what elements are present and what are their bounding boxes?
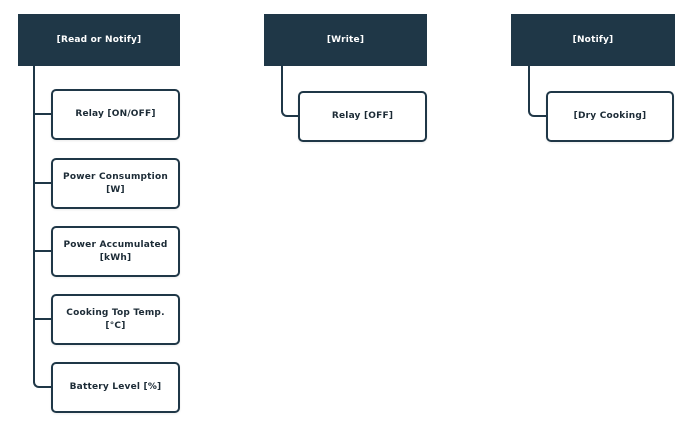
group-header-write: [Write]: [264, 14, 427, 66]
node-power-consumption: Power Consumption [W]: [51, 158, 180, 209]
group-header-notify: [Notify]: [511, 14, 675, 66]
node-power-accumulated: Power Accumulated [kWh]: [51, 226, 180, 277]
connector-elbow-battery-level: [33, 372, 51, 388]
connector-elbow-relay-off: [281, 66, 298, 117]
node-label: Cooking Top Temp. [°C]: [66, 308, 165, 331]
node-cooking-top-temp: Cooking Top Temp. [°C]: [51, 294, 180, 345]
connector-elbow-dry-cooking: [528, 66, 546, 117]
connector-stub-cooking-top-temp: [35, 318, 51, 320]
connector-trunk-read-or-notify: [33, 66, 35, 372]
connector-stub-power-accumulated: [35, 250, 51, 252]
node-label: Battery Level [%]: [69, 382, 162, 393]
group-header-read-or-notify: [Read or Notify]: [18, 14, 180, 66]
node-dry-cooking: [Dry Cooking]: [546, 91, 674, 142]
connector-stub-power-consumption: [35, 182, 51, 184]
node-label: Power Consumption [W]: [63, 172, 168, 195]
node-label: [Dry Cooking]: [573, 111, 647, 122]
group-header-label: [Notify]: [572, 34, 614, 45]
node-label: Relay [ON/OFF]: [75, 109, 156, 120]
node-relay-on-off: Relay [ON/OFF]: [51, 89, 180, 140]
connector-stub-relay-on-off: [35, 113, 51, 115]
node-label: Power Accumulated [kWh]: [63, 240, 168, 263]
group-header-label: [Write]: [326, 34, 365, 45]
node-battery-level: Battery Level [%]: [51, 362, 180, 413]
node-label: Relay [OFF]: [331, 111, 394, 122]
group-header-label: [Read or Notify]: [56, 34, 142, 45]
node-relay-off: Relay [OFF]: [298, 91, 427, 142]
